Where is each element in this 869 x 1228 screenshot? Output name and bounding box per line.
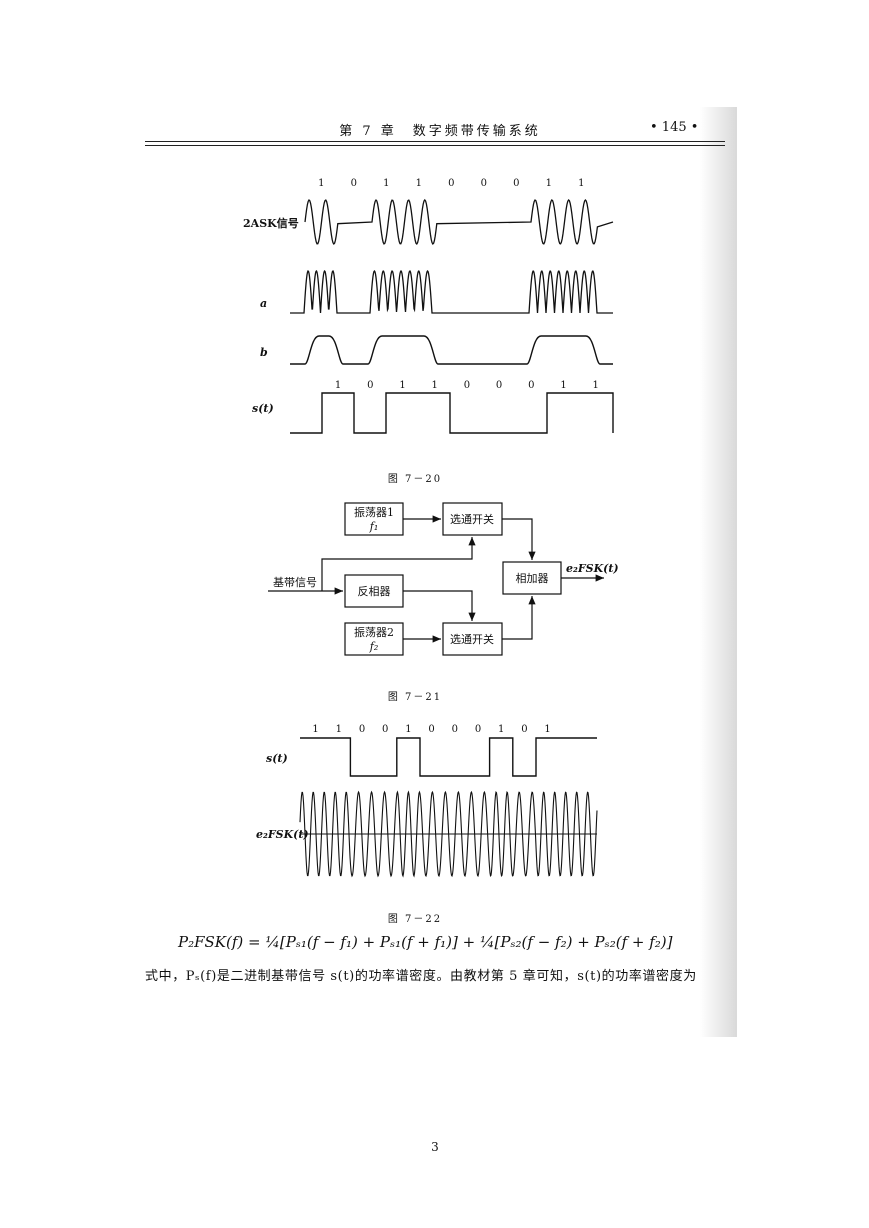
bit-top-8: 1 [578,178,584,189]
fsk-bit-0: 1 [312,724,318,735]
bit-bottom-4: 0 [464,380,470,391]
bit-bottom-7: 1 [560,380,566,391]
figure-7-20: 1 0 1 1 0 0 0 1 1 2ASK信号 a b 1 0 1 1 0 0 0 1 1 s(t) [243,178,614,434]
output-label: e₂FSK(t) [566,562,619,575]
figure-7-21 [268,502,604,656]
psd-formula: P₂FSK(f) = ¼[Pₛ₁(f − f₁) + Pₛ₁(f + f₁)] … [178,933,673,951]
oscillator-2-freq: f₂ [369,640,378,653]
fsk-bit-9: 0 [521,724,527,735]
oscillator-2-label: 振荡器2 [354,625,394,639]
waveform-b [290,335,613,365]
bit-bottom-8: 1 [593,380,599,391]
header-rule-thin [145,145,725,146]
header-rule-thick [145,141,725,142]
bit-bottom-6: 0 [528,380,534,391]
fsk-bit-2: 0 [359,724,365,735]
waveform-s-t [290,392,614,434]
fsk-bit-10: 1 [544,724,550,735]
figure-7-22-caption: 图 7－22 [387,914,443,925]
chapter-title: 第 7 章 数字频带传输系统 [339,124,541,139]
page-edge-shadow [700,107,737,1037]
bit-bottom-0: 1 [335,380,341,391]
label-s-t-fsk: s(t) [266,752,288,765]
gate-switch-1-label: 选通开关 [450,512,494,526]
baseband-input-label: 基带信号 [273,576,317,589]
body-paragraph: 式中，Pₛ(f)是二进制基带信号 s(t)的功率谱密度。由教材第 5 章可知，s… [145,969,697,984]
header-page-number: • 145 • [650,120,699,135]
bit-bottom-5: 0 [496,380,502,391]
fsk-bit-6: 0 [452,724,458,735]
fsk-bit-3: 0 [382,724,388,735]
bit-top-2: 1 [383,178,389,189]
fsk-bit-8: 1 [498,724,504,735]
figure-7-21-labels: 振荡器1 f₁ 选通开关 反相器 振荡器2 f₂ 选通开关 相加器 基带信号 e… [273,505,619,653]
bit-top-5: 0 [481,178,487,189]
label-2ask-signal: 2ASK信号 [243,216,299,230]
adder-label: 相加器 [516,572,549,585]
oscillator-1-freq: f₁ [369,520,378,533]
bit-bottom-3: 1 [432,380,438,391]
label-e2fsk: e₂FSK(t) [256,828,309,841]
bit-top-6: 0 [513,178,519,189]
label-s-t: s(t) [252,402,274,415]
bit-top-0: 1 [318,178,324,189]
fsk-bit-5: 0 [428,724,434,735]
bit-top-4: 0 [448,178,454,189]
waveform-a [290,269,613,314]
bit-bottom-1: 0 [367,380,373,391]
figure-7-20-caption: 图 7－20 [387,474,443,485]
bit-bottom-2: 1 [399,380,405,391]
fsk-bit-1: 1 [336,724,342,735]
bit-top-3: 1 [416,178,422,189]
oscillator-1-label: 振荡器1 [354,505,394,519]
waveform-2fsk [299,790,598,878]
inverter-label: 反相器 [358,585,391,598]
label-a: a [260,297,267,310]
fsk-bit-4: 1 [405,724,411,735]
waveform-s-t-fsk [300,737,597,777]
bit-top-7: 1 [546,178,552,189]
footer-page-number: 3 [431,1140,439,1154]
label-b: b [260,346,268,359]
bit-top-1: 0 [351,178,357,189]
gate-switch-2-label: 选通开关 [450,632,494,646]
figure-7-21-caption: 图 7－21 [387,692,443,703]
waveform-2ask [304,198,614,246]
fsk-bit-7: 0 [475,724,481,735]
figure-7-22: 1 1 0 0 1 0 0 0 1 0 1 s(t) e₂FSK(t) [256,724,598,878]
